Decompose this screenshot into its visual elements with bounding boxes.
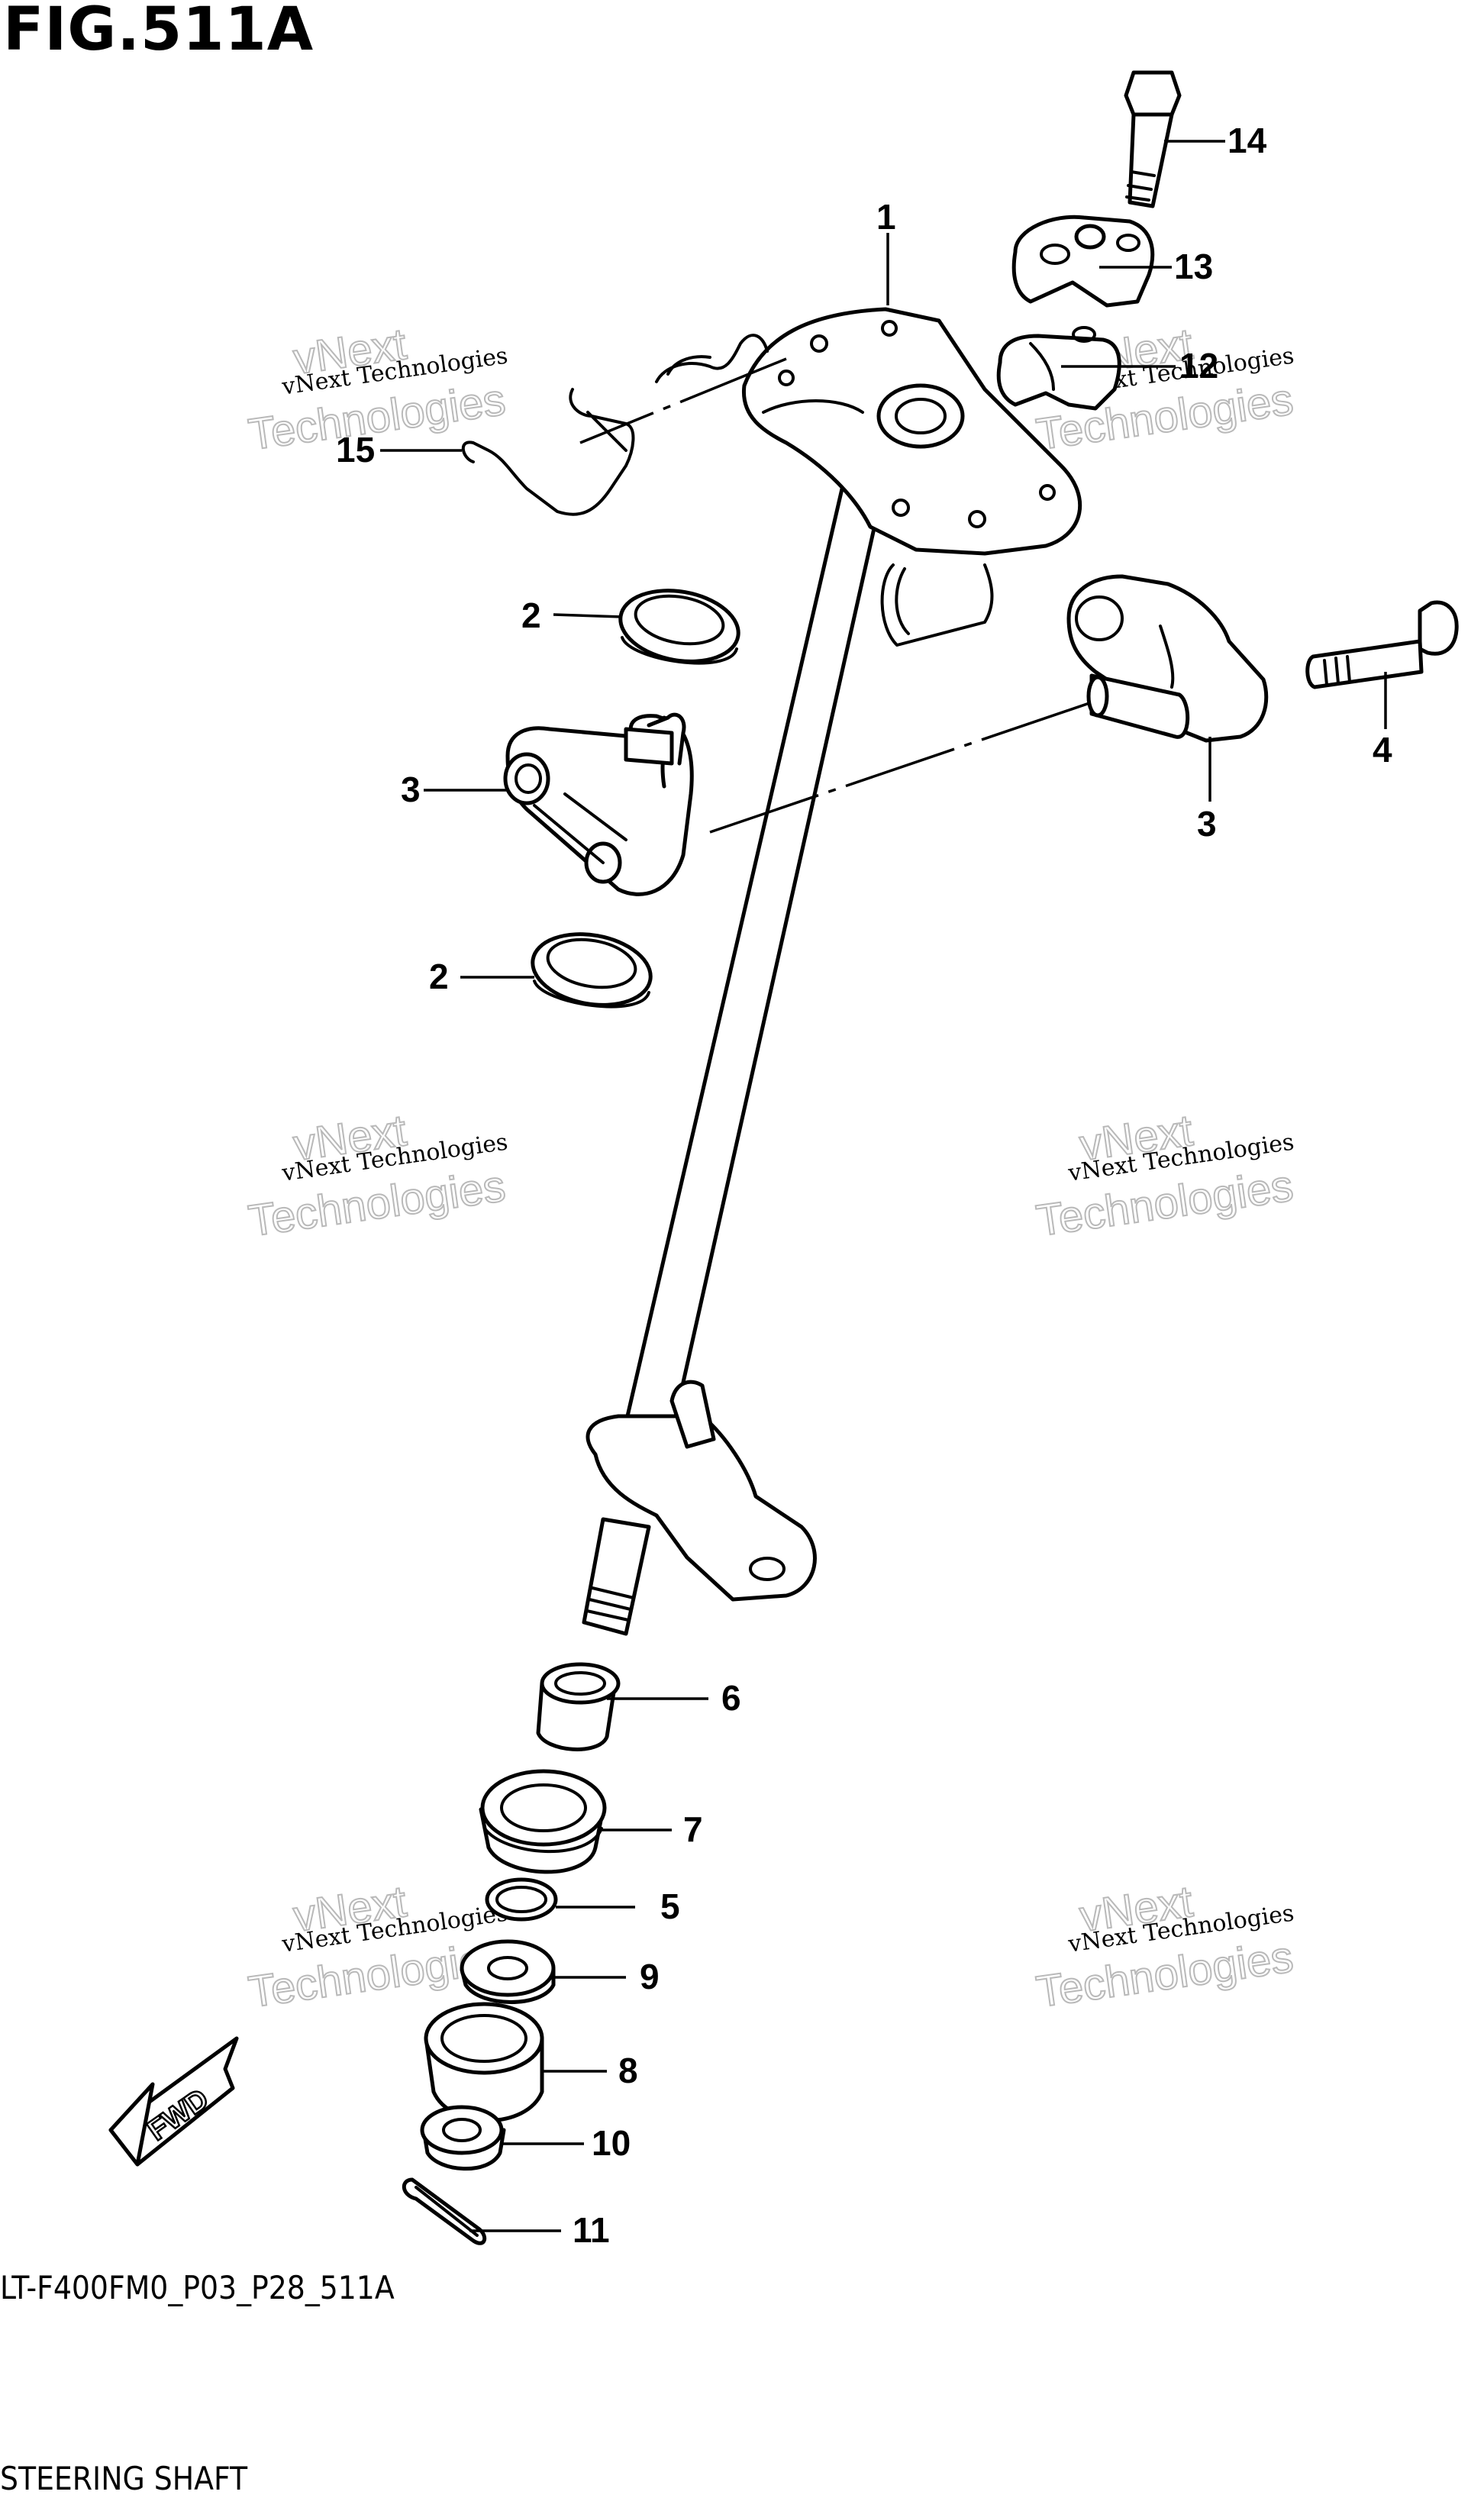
handlebar-clamp-upper xyxy=(1011,215,1155,308)
callout-12: 12 xyxy=(1179,346,1218,386)
callout-7: 7 xyxy=(683,1809,703,1849)
diagram-name: STEERING SHAFT xyxy=(0,2460,248,2497)
forward-arrow-icon: FWD xyxy=(108,2036,239,2167)
callout-14: 14 xyxy=(1228,121,1267,160)
bushing-sleeve-6 xyxy=(536,1662,621,1751)
o-ring-5 xyxy=(485,1877,558,1922)
callout-1: 1 xyxy=(876,197,896,237)
steering-shaft xyxy=(582,307,1082,1636)
cotter-pin-11 xyxy=(402,2177,487,2245)
shaft-holder-right xyxy=(1066,574,1269,743)
callout-6: 6 xyxy=(721,1678,741,1718)
bolt-14 xyxy=(1124,70,1182,208)
callout-2-lower: 2 xyxy=(429,957,449,996)
callout-9: 9 xyxy=(640,1957,660,1996)
watermark-top-left: Technologies vNext vNext Technologies xyxy=(245,318,510,460)
alignment-line-clip xyxy=(579,357,787,444)
oil-seal-7 xyxy=(479,1769,607,1874)
callout-11: 11 xyxy=(573,2210,610,2250)
bolt-4 xyxy=(1305,600,1459,689)
diagram-code: LT-F400FM0_P03_P28_511A xyxy=(0,2269,395,2306)
callout-5: 5 xyxy=(660,1886,680,1926)
watermark-mid-left: Technologies vNext vNext Technologies xyxy=(245,1105,510,1247)
callout-3-left: 3 xyxy=(401,770,421,809)
watermark-bottom-right: Technologies vNext vNext Technologies xyxy=(1033,1876,1297,2018)
callout-13: 13 xyxy=(1174,247,1213,286)
nut-10 xyxy=(420,2105,506,2171)
bushing-lower xyxy=(531,932,653,1009)
leader-lines xyxy=(380,140,1387,2232)
washer-9 xyxy=(460,1939,556,2004)
callout-4: 4 xyxy=(1373,730,1392,770)
callout-10: 10 xyxy=(592,2123,631,2163)
bushing-upper xyxy=(618,589,740,665)
shaft-holder-left xyxy=(503,712,694,896)
retaining-clip xyxy=(461,334,769,516)
figure-title: FIG.511A xyxy=(3,0,315,64)
alignment-line xyxy=(709,701,1092,834)
cup-8 xyxy=(424,2002,544,2122)
callout-2-upper: 2 xyxy=(521,595,541,635)
watermark-mid-right: Technologies vNext vNext Technologies xyxy=(1033,1105,1297,1247)
callout-8: 8 xyxy=(618,2051,638,2090)
handlebar-clamp-lower xyxy=(996,326,1121,411)
callout-15: 15 xyxy=(336,430,375,470)
callout-3-right: 3 xyxy=(1197,804,1217,844)
